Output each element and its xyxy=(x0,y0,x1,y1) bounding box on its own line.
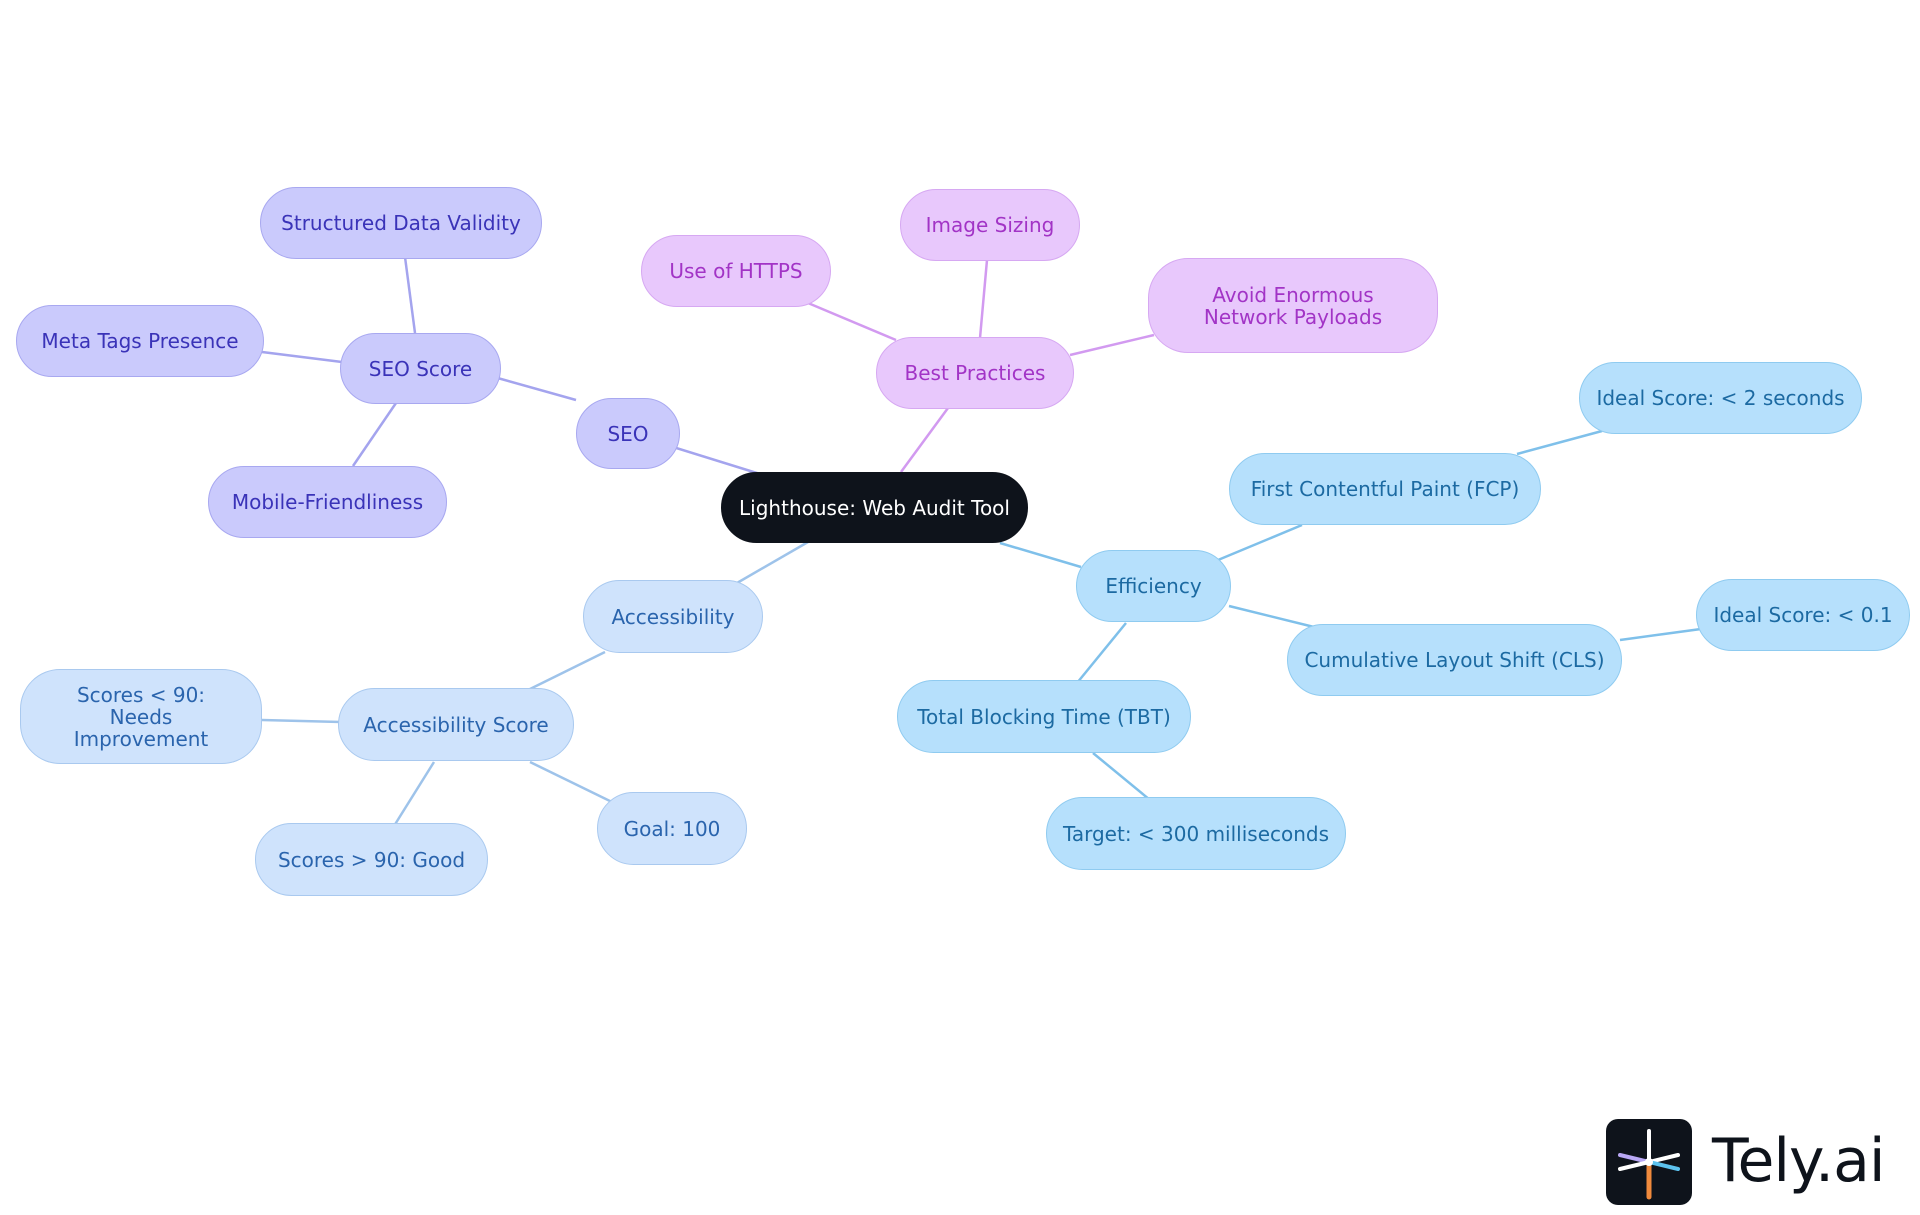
node-use-of-https: Use of HTTPS xyxy=(641,235,831,307)
edge-seoscore-structured xyxy=(403,256,417,334)
tely-spark-icon xyxy=(1606,1119,1692,1205)
node-mobile-friendliness: Mobile-Friendliness xyxy=(208,466,447,538)
node-seo-score: SEO Score xyxy=(340,333,501,404)
edge-efficiency-fcp xyxy=(1217,523,1303,562)
node-scores-good: Scores > 90: Good xyxy=(255,823,488,896)
node-meta-tags-presence: Meta Tags Presence xyxy=(16,305,264,377)
edge-bp-payloads xyxy=(1069,333,1155,357)
edge-root-bp xyxy=(899,407,950,473)
edge-accessibility-score xyxy=(527,650,606,692)
edge-seoscore-meta xyxy=(261,350,343,364)
edge-cls-ideal xyxy=(1619,627,1702,642)
edge-bp-https xyxy=(807,301,897,342)
node-best-practices: Best Practices xyxy=(876,337,1074,409)
edge-seo-seoscore xyxy=(493,375,577,402)
edge-tbt-target xyxy=(1092,752,1151,801)
node-fcp-ideal-score: Ideal Score: < 2 seconds xyxy=(1579,362,1862,434)
edge-score-good xyxy=(392,761,436,827)
edge-seoscore-mobile xyxy=(351,402,398,467)
edge-score-needs xyxy=(261,718,342,724)
edge-root-accessibility xyxy=(736,540,809,585)
edge-score-goal xyxy=(529,760,615,805)
node-accessibility: Accessibility xyxy=(583,580,763,653)
node-scores-needs-improvement: Scores < 90: Needs Improvement xyxy=(20,669,262,764)
edge-efficiency-cls xyxy=(1228,604,1315,629)
node-accessibility-score: Accessibility Score xyxy=(338,688,574,761)
tely-logo-text: Tely.ai xyxy=(1712,1126,1886,1196)
node-first-contentful-paint: First Contentful Paint (FCP) xyxy=(1229,453,1541,525)
edge-root-efficiency xyxy=(999,541,1082,569)
node-image-sizing: Image Sizing xyxy=(900,189,1080,261)
tely-logo: Tely.ai xyxy=(1606,1119,1892,1205)
node-efficiency: Efficiency xyxy=(1076,550,1231,622)
node-goal-100: Goal: 100 xyxy=(597,792,747,865)
node-avoid-enormous-network-payloads: Avoid Enormous Network Payloads xyxy=(1148,258,1438,353)
edge-efficiency-tbt xyxy=(1076,622,1127,684)
edge-bp-image xyxy=(978,259,989,339)
node-cls-ideal-score: Ideal Score: < 0.1 xyxy=(1696,579,1910,651)
edge-fcp-ideal xyxy=(1516,429,1603,456)
node-total-blocking-time: Total Blocking Time (TBT) xyxy=(897,680,1191,753)
node-tbt-target: Target: < 300 milliseconds xyxy=(1046,797,1346,870)
root-node: Lighthouse: Web Audit Tool xyxy=(721,472,1028,543)
node-cumulative-layout-shift: Cumulative Layout Shift (CLS) xyxy=(1287,624,1622,696)
node-seo: SEO xyxy=(576,398,680,469)
node-structured-data-validity: Structured Data Validity xyxy=(260,187,542,259)
